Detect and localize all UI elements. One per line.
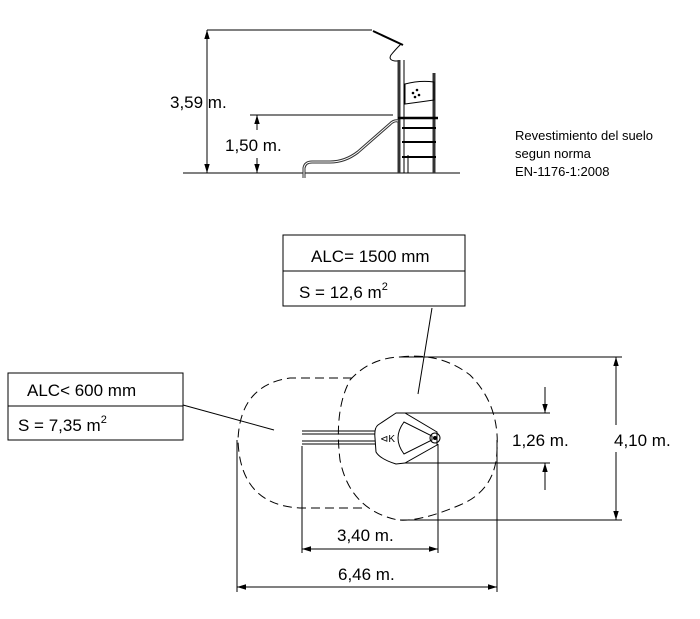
- leader-line: [182, 404, 275, 431]
- leader-line: [417, 307, 433, 395]
- plan-view: ⊲K 4,10 m. 1,26 m. 3,40 m. 6,46 m.: [236, 355, 671, 592]
- small-zone-callout: ALC< 600 mm S = 7,35 m2: [7, 372, 275, 441]
- elevation-view: 3,59 m. 1,50 m.: [170, 29, 460, 178]
- surface-note-line2: segun norma: [515, 146, 592, 161]
- large-safety-zone: [337, 355, 498, 521]
- large-zone-area: S = 12,6 m2: [299, 281, 388, 302]
- svg-text:⊲K: ⊲K: [380, 434, 395, 445]
- surface-note-line3: EN-1176-1:2008: [515, 164, 609, 179]
- equipment-width-label: 3,40 m.: [337, 526, 394, 545]
- total-width-label: 6,46 m.: [338, 565, 395, 584]
- total-height-label: 3,59 m.: [170, 93, 227, 112]
- platform-height-label: 1,50 m.: [225, 136, 282, 155]
- small-zone-alc: ALC< 600 mm: [27, 381, 136, 400]
- large-zone-callout: ALC= 1500 mm S = 12,6 m2: [282, 234, 466, 395]
- small-zone-area: S = 7,35 m2: [18, 414, 107, 435]
- large-zone-alc: ALC= 1500 mm: [311, 247, 430, 266]
- slide-tower-plan: ⊲K: [302, 412, 441, 465]
- surface-note-line1: Revestimiento del suelo: [515, 128, 653, 143]
- slide-tower-elevation: [302, 30, 438, 178]
- total-depth-label: 4,10 m.: [614, 431, 671, 450]
- small-safety-zone: [237, 377, 365, 509]
- equipment-depth-label: 1,26 m.: [512, 431, 569, 450]
